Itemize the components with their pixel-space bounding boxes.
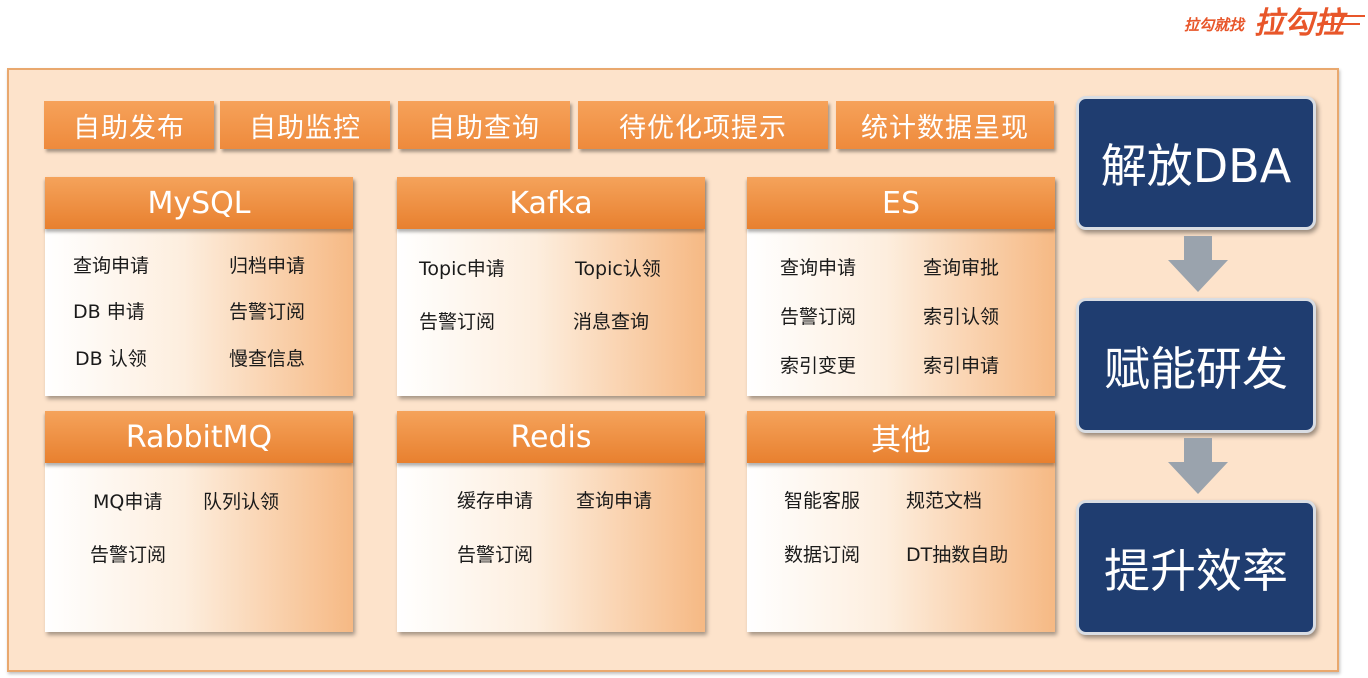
card-item: DB 认领 — [75, 348, 147, 370]
card-item: 告警订阅 — [419, 311, 496, 333]
card-title: Kafka — [397, 177, 705, 229]
brand-logo: 拉勾就找 拉勾拉 — [1182, 2, 1366, 38]
card-title: 其他 — [747, 411, 1055, 463]
card-title: RabbitMQ — [45, 411, 353, 463]
svg-text:拉勾就找: 拉勾就找 — [1184, 16, 1246, 34]
card-item: 查询审批 — [923, 257, 1000, 279]
card-title: ES — [747, 177, 1055, 229]
card-item: 规范文档 — [906, 490, 983, 512]
feature-self-query: 自助查询 — [398, 101, 570, 149]
card-rabbitmq: RabbitMQ MQ申请 队列认领 告警订阅 — [45, 411, 353, 632]
card-item: 消息查询 — [573, 311, 650, 333]
step-improve-efficiency: 提升效率 — [1076, 500, 1316, 635]
card-item: 告警订阅 — [457, 544, 534, 566]
card-item: 查询申请 — [780, 257, 857, 279]
card-item: 索引认领 — [923, 306, 1000, 328]
card-item: Topic申请 — [419, 258, 505, 280]
card-item: 队列认领 — [203, 491, 280, 513]
arrow-down-icon — [1168, 438, 1228, 494]
card-es: ES 查询申请 查询审批 告警订阅 索引认领 索引变更 索引申请 — [747, 177, 1055, 396]
feature-optimization-hints: 待优化项提示 — [578, 101, 828, 149]
card-others: 其他 智能客服 规范文档 数据订阅 DT抽数自助 — [747, 411, 1055, 632]
card-item: 查询申请 — [576, 490, 653, 512]
svg-text:拉勾拉: 拉勾拉 — [1254, 6, 1348, 38]
card-item: MQ申请 — [93, 491, 163, 513]
card-item: Topic认领 — [575, 258, 661, 280]
step-free-dba: 解放DBA — [1076, 96, 1316, 230]
step-empower-dev: 赋能研发 — [1076, 298, 1316, 433]
card-item: 告警订阅 — [90, 544, 167, 566]
arrow-down-icon — [1168, 236, 1228, 292]
card-redis: Redis 缓存申请 查询申请 告警订阅 — [397, 411, 705, 632]
card-item: 索引变更 — [780, 355, 857, 377]
card-item: 索引申请 — [923, 355, 1000, 377]
feature-statistics: 统计数据呈现 — [836, 101, 1054, 149]
card-title: MySQL — [45, 177, 353, 229]
card-item: DB 申请 — [73, 301, 145, 323]
card-item: 查询申请 — [73, 255, 150, 277]
card-item: 归档申请 — [229, 255, 306, 277]
card-item: 智能客服 — [784, 490, 861, 512]
card-item: 缓存申请 — [457, 490, 534, 512]
card-item: 告警订阅 — [229, 301, 306, 323]
card-mysql: MySQL 查询申请 归档申请 DB 申请 告警订阅 DB 认领 慢查信息 — [45, 177, 353, 396]
card-item: 慢查信息 — [229, 348, 306, 370]
feature-self-monitor: 自助监控 — [220, 101, 390, 149]
card-kafka: Kafka Topic申请 Topic认领 告警订阅 消息查询 — [397, 177, 705, 396]
feature-self-release: 自助发布 — [44, 101, 214, 149]
card-item: 数据订阅 — [784, 544, 861, 566]
card-item: 告警订阅 — [780, 306, 857, 328]
card-title: Redis — [397, 411, 705, 463]
card-item: DT抽数自助 — [906, 544, 1009, 566]
